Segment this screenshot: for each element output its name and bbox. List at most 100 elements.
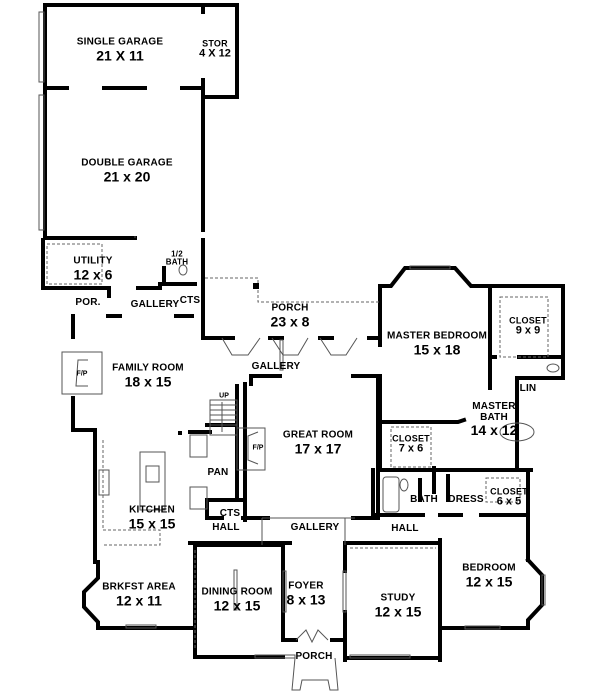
room-name: LIN <box>519 382 537 394</box>
room-name: BATH <box>410 493 438 505</box>
room-name: HALL <box>391 522 419 534</box>
room-name: CLOSET <box>392 433 430 444</box>
fireplace-icon <box>236 427 266 471</box>
room-dimensions: BATH <box>165 258 189 267</box>
toilet-icon <box>178 264 188 276</box>
room-name: CTS <box>219 507 241 519</box>
room-label-hall-east: HALL <box>391 522 419 535</box>
room-name: DOUBLE GARAGE <box>81 157 173 169</box>
windows <box>38 11 546 659</box>
room-name: CLOSET <box>509 315 547 326</box>
room-label-por: POR. <box>75 296 101 309</box>
fireplace-family-label: F/P <box>76 370 88 378</box>
toilet-icon <box>399 478 409 492</box>
room-name: KITCHEN <box>129 504 175 516</box>
room-dimensions: 12 x 15 <box>374 602 422 619</box>
room-dimensions: 9 x 9 <box>515 324 541 337</box>
post-icon <box>253 283 259 289</box>
room-dimensions: 6 x 5 <box>496 495 522 508</box>
room-dimensions: 15 x 15 <box>128 514 176 531</box>
room-dimensions: 12 x 6 <box>73 265 113 282</box>
room-name: CLOSET <box>490 486 528 497</box>
room-label-hall-west: HALL <box>212 521 240 534</box>
room-name: FAMILY ROOM <box>112 362 184 374</box>
cabinet-icon <box>189 434 208 458</box>
front-steps-icon <box>291 657 339 691</box>
stair-label: UP <box>219 392 229 400</box>
room-label-gallery-center: GALLERY <box>251 360 301 373</box>
kitchen-island-icon <box>139 451 166 511</box>
room-name: BEDROOM <box>462 562 516 574</box>
room-label-gallery-west: GALLERY <box>130 298 180 311</box>
room-name: GALLERY <box>130 298 180 310</box>
fireplace-icon <box>61 351 103 395</box>
room-dimensions: 23 x 8 <box>270 312 310 329</box>
room-name: MASTER BEDROOM <box>386 330 488 342</box>
cabinet-icon <box>189 486 208 510</box>
room-name: 1/2 <box>171 249 183 259</box>
room-dimensions: 4 X 12 <box>199 47 231 60</box>
cooktop-icon <box>145 465 160 483</box>
room-dimensions: 12 x 15 <box>213 596 261 613</box>
room-label-cts-north: CTS <box>179 294 201 307</box>
room-name: SINGLE GARAGE <box>76 36 164 48</box>
dashed-outlines <box>46 243 549 650</box>
room-dimensions: 15 x 18 <box>413 340 461 357</box>
room-name: FOYER <box>288 580 324 592</box>
room-dimensions: 12 x 15 <box>465 572 513 589</box>
room-label-porch-front: PORCH <box>295 650 333 663</box>
porch-bay-windows <box>221 337 358 356</box>
room-name: CTS <box>179 294 201 306</box>
room-dimensions: 14 x 12 <box>470 422 518 439</box>
room-name: BRKFST AREA <box>102 581 176 593</box>
bathtub-icon <box>499 422 535 442</box>
stair-icon <box>209 399 238 436</box>
room-name: STOR <box>202 38 228 49</box>
room-dimensions: 17 x 17 <box>294 439 342 456</box>
room-name: MASTER <box>472 401 516 413</box>
room-name: GALLERY <box>290 521 340 533</box>
room-name: HALL <box>212 521 240 533</box>
bathtub-icon <box>382 476 400 513</box>
sink-icon <box>98 469 110 496</box>
room-dimensions: 7 x 6 <box>398 442 424 455</box>
room-label-cts-south: CTS <box>219 507 241 520</box>
room-dimensions: 12 x 11 <box>116 591 162 608</box>
room-label-gallery-south: GALLERY <box>290 521 340 534</box>
room-dimensions: 21 x 20 <box>103 167 151 184</box>
room-label-lin: LIN <box>519 382 537 395</box>
room-name: STUDY <box>380 592 416 604</box>
fireplace-great-label: F/P <box>252 444 264 452</box>
room-label-dress: DRESS <box>448 494 483 506</box>
room-label-bath: BATH <box>410 493 438 506</box>
room-dimensions: BATH <box>480 411 508 423</box>
room-name: DINING ROOM <box>201 586 273 598</box>
room-label-pan: PAN <box>207 466 229 479</box>
room-dimensions: 18 x 15 <box>124 372 172 389</box>
room-name: PAN <box>207 466 229 478</box>
room-dimensions: 8 x 13 <box>286 590 326 607</box>
room-name: PORCH <box>295 650 333 662</box>
room-name: PORCH <box>271 302 309 314</box>
room-name: POR. <box>75 296 101 308</box>
room-name: UTILITY <box>73 255 113 267</box>
room-name: GALLERY <box>251 360 301 372</box>
